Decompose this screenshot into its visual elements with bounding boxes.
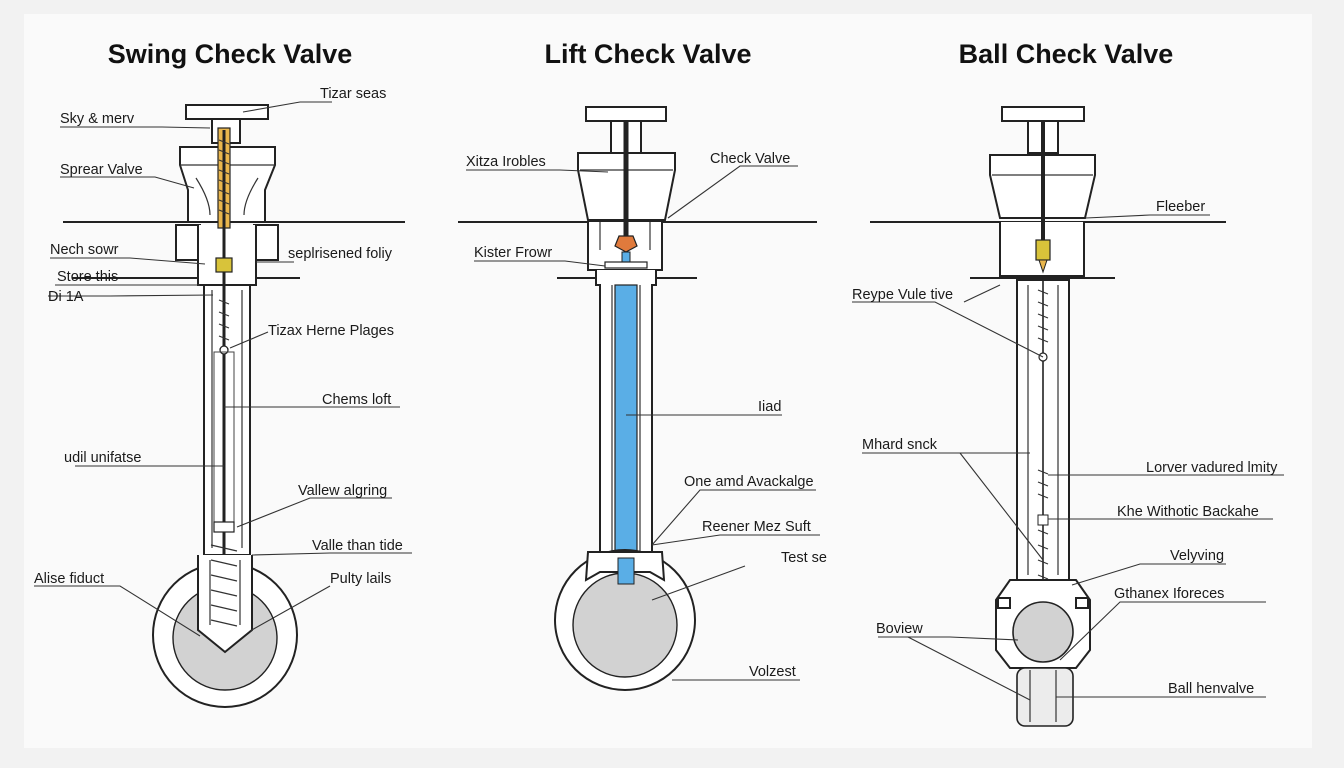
label-pulty-lails: Pulty lails — [330, 571, 391, 587]
ball-valve-drawing — [870, 106, 1226, 727]
label-chems-loft: Chems loft — [322, 392, 391, 408]
label-test-se: Test se — [781, 550, 827, 566]
label-boview: Boview — [876, 621, 923, 637]
ball-stem-collar — [1035, 239, 1051, 261]
label-vallew-algring: Vallew algring — [298, 483, 387, 499]
title-swing: Swing Check Valve — [108, 39, 353, 69]
label-check-valve: Check Valve — [710, 151, 790, 167]
label-alise-fiduct: Alise fiduct — [34, 571, 104, 587]
diagram-panel: Swing Check Valve Lift Check Valve Ball … — [24, 14, 1312, 748]
title-ball: Ball Check Valve — [959, 39, 1174, 69]
label-nech-sowr: Nech sowr — [50, 242, 119, 258]
lift-flow — [614, 284, 638, 553]
label-sprear-valve: Sprear Valve — [60, 162, 143, 178]
label-sky-merv: Sky & merv — [60, 111, 135, 127]
ball-element — [1012, 601, 1074, 663]
ball-leaders — [852, 214, 1284, 701]
lift-leaders — [466, 165, 820, 681]
label-fleeber: Fleeber — [1156, 199, 1205, 215]
label-iiad: Iiad — [758, 399, 781, 415]
label-store-this: Store this — [57, 269, 118, 285]
label-kister-frowr: Kister Frowr — [474, 245, 552, 261]
swing-leaders — [34, 101, 412, 637]
label-lorver-vadured-lmity: Lorver vadured lmity — [1146, 460, 1278, 476]
swing-seat — [215, 257, 233, 273]
label-one-amd-avackalge: One amd Avackalge — [684, 474, 814, 490]
valve-diagram: Swing Check Valve Lift Check Valve Ball … — [34, 39, 1284, 727]
swing-valve-drawing — [63, 104, 405, 708]
label-khe-withotic-backahe: Khe Withotic Backahe — [1117, 504, 1259, 520]
label-di-1a: Di 1A — [48, 289, 84, 305]
label-volzest: Volzest — [749, 664, 796, 680]
label-tizar-seas: Tizar seas — [320, 86, 386, 102]
label-velyving: Velyving — [1170, 548, 1224, 564]
label-xitza-irobles: Xitza Irobles — [466, 154, 546, 170]
label-valle-than-tide: Valle than tide — [312, 538, 403, 554]
label-reener-mez-suft: Reener Mez Suft — [702, 519, 811, 535]
label-ball-henvalve: Ball henvalve — [1168, 681, 1254, 697]
label-udil-unifatse: udil unifatse — [64, 450, 141, 466]
label-gthanex-iforeces: Gthanex Iforeces — [1114, 586, 1224, 602]
label-seplrisened-foliy: seplrisened foliy — [288, 246, 393, 262]
label-reype-vule-tive: Reype Vule tive — [852, 287, 953, 303]
lift-valve-drawing — [458, 106, 817, 691]
lift-disc — [614, 235, 638, 253]
title-lift: Lift Check Valve — [544, 39, 751, 69]
label-mhard-snck: Mhard snck — [862, 437, 938, 453]
label-tizax-herne-plages: Tizax Herne Plages — [268, 323, 394, 339]
